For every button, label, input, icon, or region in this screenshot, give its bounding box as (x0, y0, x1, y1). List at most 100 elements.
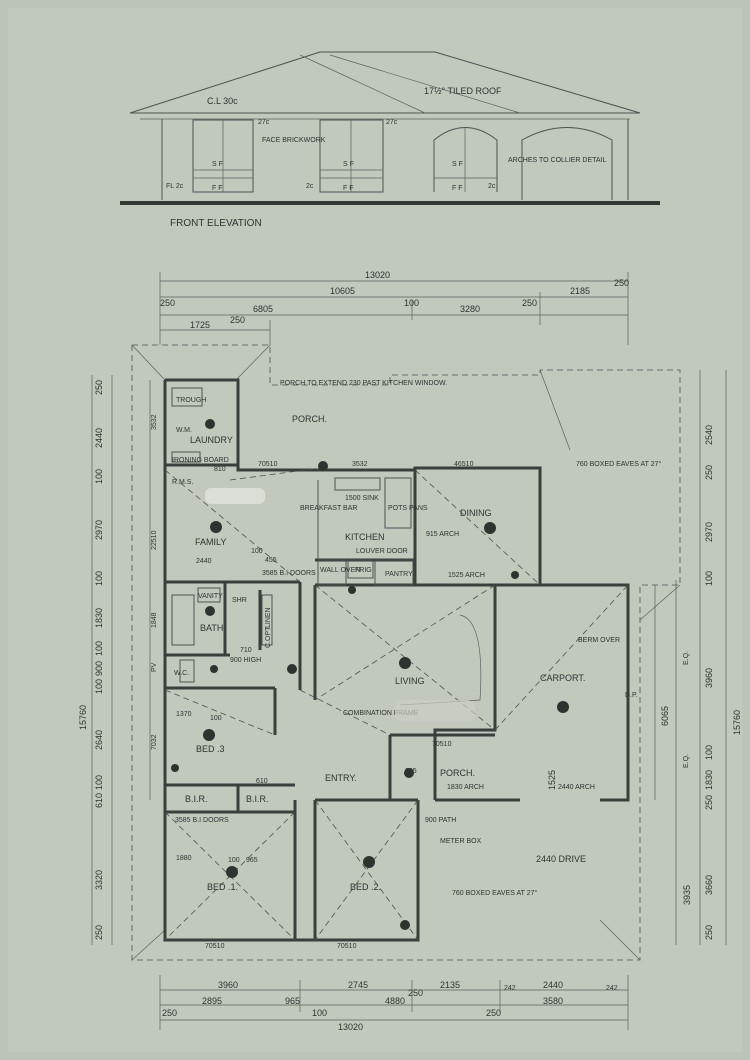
fixtures (171, 387, 482, 706)
elevation-note-arches: ARCHES TO COLLIER DETAIL (508, 157, 607, 164)
dim-label: 250 (162, 1008, 177, 1018)
room-label: ENTRY. (325, 773, 357, 783)
room-label: LAUNDRY (190, 435, 233, 445)
dim-label: 900 (94, 661, 104, 676)
elevation-title: FRONT ELEVATION (170, 218, 262, 229)
room-label: CARPORT. (540, 673, 585, 683)
dim-label: 965 (285, 996, 300, 1006)
note-berm: BERM OVER (578, 637, 620, 644)
note-frig: FRIG (355, 567, 372, 574)
room-label: KITCHEN (345, 532, 385, 542)
dim-label: 250 (614, 278, 629, 288)
dim-label: 2440 (543, 980, 563, 990)
dim-455: 455 (265, 557, 277, 564)
note-linen: LINEN (265, 607, 272, 628)
note-rms: R.M.S. (172, 479, 193, 486)
elevation-note-ceiling: C.L 30c (207, 96, 238, 106)
note-breakfast: BREAKFAST BAR (300, 505, 357, 512)
paper-smudge (395, 700, 475, 722)
note-path: 900 PATH (425, 817, 456, 824)
dim-3532b: 3532 (151, 414, 158, 430)
dim-label: 250 (160, 298, 175, 308)
note-dp: D.P. (625, 692, 638, 699)
dim-label: 2970 (704, 522, 714, 542)
note-drive: 2440 DRIVE (536, 854, 586, 864)
dim-label: 100 (404, 298, 419, 308)
dim-label: 100 (704, 571, 714, 586)
dim-label: 2895 (202, 996, 222, 1006)
dim-label: 242 (606, 985, 618, 992)
light-icon (484, 522, 496, 534)
dim-label: 250 (704, 465, 714, 480)
light-icon (210, 521, 222, 533)
room-label: LIVING (395, 676, 425, 686)
window-label: F F (212, 185, 223, 192)
note-arch-915: 915 ARCH (426, 531, 459, 538)
elevation-note-fl: FL 2c (166, 183, 184, 190)
dim-label: 250 (408, 988, 423, 998)
dim-70510b: 70510 (337, 943, 357, 950)
window-label: S F (212, 161, 223, 168)
dim-label: 15760 (732, 710, 742, 735)
dim-label: 250 (94, 380, 104, 395)
light-icon (226, 866, 238, 878)
dim-label: 6805 (253, 304, 273, 314)
note-pv: PV (151, 662, 158, 672)
dim-label: 4880 (385, 996, 405, 1006)
note-wm: W.M. (176, 427, 192, 434)
note-eaves-top: 760 BOXED EAVES AT 27° (576, 460, 661, 468)
note-arch-2440: 2440 ARCH (558, 784, 595, 791)
note-meter: METER BOX (440, 838, 482, 845)
window-label: F F (343, 185, 354, 192)
note-vanity: VANITY (198, 593, 223, 600)
dim-label: 1830 (704, 770, 714, 790)
note-copt: C.OPT (265, 626, 272, 648)
dim-label: 3320 (94, 870, 104, 890)
dim-3532: 3532 (352, 461, 368, 468)
light-icon (205, 606, 215, 616)
dim-810: 810 (214, 466, 226, 473)
dim-label: 250 (522, 298, 537, 308)
dim-label: 100 (94, 469, 104, 484)
note-bi-doors: 3585 B.I DOORS (175, 817, 229, 824)
dim-label: 3935 (682, 885, 692, 905)
note-pantry: PANTRY (385, 571, 413, 578)
paper-smudge (205, 488, 265, 504)
elevation-note-27b: 27c (386, 119, 398, 126)
dim-label: 250 (704, 795, 714, 810)
dim-label: E.Q. (683, 651, 690, 665)
dim-label: 610 (94, 793, 104, 808)
sheet-shading (8, 8, 742, 1052)
light-icon (400, 920, 410, 930)
note-ironing: IRONING BOARD (172, 457, 229, 464)
dim-label: 6065 (660, 706, 670, 726)
dim-label: 100 (94, 641, 104, 656)
elevation-note-roof: 17½° TILED ROOF (424, 86, 502, 96)
note-porch-extend: PORCH TO EXTEND 230 PAST KITCHEN WINDOW. (280, 380, 447, 387)
light-icon (205, 419, 215, 429)
top-dimensions: 13020 10605 2185 250 250 6805 100 3280 2… (159, 270, 629, 345)
plan-notes: PORCH TO EXTEND 230 PAST KITCHEN WINDOW.… (151, 380, 661, 950)
window-label: S F (343, 161, 354, 168)
dim-label: 250 (230, 315, 245, 325)
note-eaves-bottom: 760 BOXED EAVES AT 27° (452, 889, 537, 897)
light-icon (399, 657, 411, 669)
left-dimensions: 250 2440 100 2970 100 1830 100 900 100 2… (78, 375, 151, 945)
dim-70510d: 70510 (432, 741, 452, 748)
dim-label: 100 (94, 571, 104, 586)
dim-label: 100 (312, 1008, 327, 1018)
roof-outline (131, 344, 681, 961)
dim-46510: 46510 (454, 461, 474, 468)
dim-label: 242 (504, 985, 516, 992)
room-label: W.C. (174, 670, 189, 677)
dim-label: 2640 (94, 730, 104, 750)
walls (163, 378, 630, 942)
room-label: FAMILY (195, 537, 226, 547)
room-label: BED .3 (196, 744, 225, 754)
note-wall-oven: WALL OVEN (320, 567, 360, 574)
dim-label: 250 (94, 925, 104, 940)
room-labels: LAUNDRY FAMILY KITCHEN DINING BATH LIVIN… (174, 414, 585, 892)
dim-2440: 2440 (196, 558, 212, 565)
dim-685: 685 (405, 768, 417, 775)
